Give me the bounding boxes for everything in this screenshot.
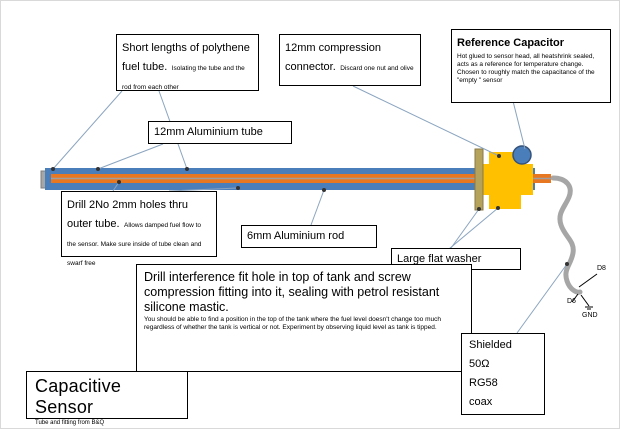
title-box: Capacitive Sensor Tube and fitting from … [26, 371, 188, 426]
compression-fitting-shape [481, 152, 533, 209]
callout-coax: Shielded 50Ω RG58 coax [461, 333, 545, 415]
callout-line-dots [51, 154, 569, 266]
ground-symbol [585, 306, 593, 310]
callout-tank-fitting: Drill interference fit hole in top of ta… [136, 264, 472, 372]
coax-line-4: coax [469, 396, 493, 408]
tube-assembly [40, 145, 551, 211]
callout-compression-connector: 12mm compression connector. Discard one … [279, 34, 421, 86]
coax-line-1: Shielded [469, 339, 512, 351]
flat-washer-shape [474, 148, 484, 211]
reference-capacitor-text: Reference Capacitor [457, 37, 564, 49]
fuel-tube-text: Short lengths of polythene fuel tube. [122, 42, 250, 73]
reference-capacitor-note: Hot glued to sensor head, all heatshrink… [457, 52, 595, 85]
page-title: Capacitive Sensor [35, 376, 122, 418]
drill-holes-text: Drill 2No 2mm holes thru outer tube. [67, 199, 189, 230]
coax-line-3: RG58 [469, 377, 498, 389]
coax-line-2: 50Ω [469, 358, 490, 370]
callout-lines [52, 85, 568, 334]
title-subtext: Tube and fitting from B&Q [35, 420, 105, 427]
callout-aluminium-rod: 6mm Aluminium rod [241, 225, 377, 248]
compression-connector-text: 12mm compression connector. [285, 42, 381, 73]
aluminium-tube-text: 12mm Aluminium tube [154, 126, 263, 139]
drill-holes-note: Allows damped fuel flow to the sensor. M… [67, 221, 202, 267]
aluminium-rod-text: 6mm Aluminium rod [247, 230, 345, 243]
tank-fitting-note: You should be able to find a position in… [144, 316, 441, 332]
callout-reference-capacitor: Reference Capacitor Hot glued to sensor … [451, 29, 611, 103]
tank-fitting-text: Drill interference fit hole in top of ta… [144, 270, 440, 314]
wire-label-gnd: GND [582, 312, 598, 319]
compression-connector-note: Discard one nut and olive [340, 64, 414, 72]
reference-capacitor-shape [512, 145, 532, 165]
wire-label-d6: D6 [567, 298, 576, 305]
callout-fuel-tube: Short lengths of polythene fuel tube. Is… [116, 34, 259, 91]
callout-drill-holes: Drill 2No 2mm holes thru outer tube. All… [61, 191, 217, 267]
flat-washer-text: Large flat washer [397, 252, 482, 265]
fuel-tube-note: Isolating the tube and the rod from each… [122, 64, 245, 91]
coax-cable [550, 175, 598, 310]
wire-label-d8: D8 [597, 265, 606, 272]
callout-aluminium-tube: 12mm Aluminium tube [148, 121, 292, 144]
